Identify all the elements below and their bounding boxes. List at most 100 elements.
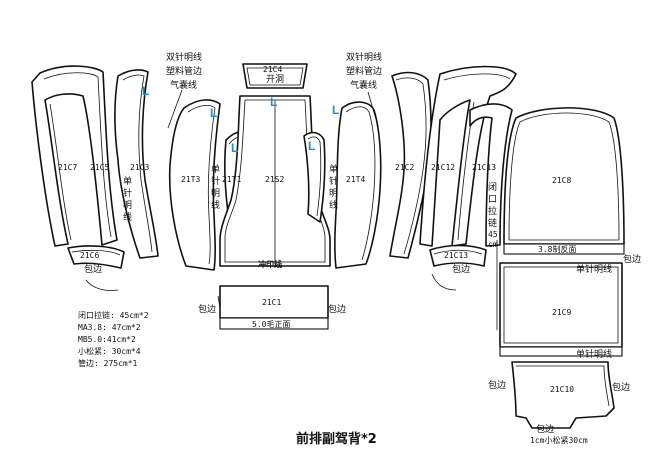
callout-mid-right-vert-1: 单 bbox=[329, 163, 338, 175]
piece-21c7-seam bbox=[43, 72, 112, 241]
callout-zipper-6: cm bbox=[488, 240, 498, 249]
piece-21t3-seam bbox=[187, 104, 216, 265]
label-21c13-lower: 21C13 bbox=[444, 251, 468, 260]
piece-21t4 bbox=[334, 101, 382, 269]
piece-21c4 bbox=[242, 63, 308, 89]
piece-21t2-seam bbox=[307, 136, 322, 217]
callout-zipper-3: 拉 bbox=[488, 205, 497, 217]
label-21c9: 21C9 bbox=[552, 308, 571, 317]
label-21c12: 21C12 bbox=[431, 163, 455, 172]
piece-21c2-seam bbox=[395, 77, 427, 255]
piece-21c8-band bbox=[503, 243, 625, 255]
callout-songjin: 1cm小松紧30cm bbox=[530, 435, 588, 445]
label-21t1: 21T1 bbox=[222, 175, 241, 184]
label-21s2: 21S2 bbox=[265, 175, 284, 184]
note-2: MA3.8: 47cm*2 bbox=[78, 323, 141, 332]
callout-mid-left-vert-2: 针 bbox=[211, 175, 220, 187]
callout-left-vert-1: 单 bbox=[123, 175, 132, 187]
label-21c1: 21C1 bbox=[262, 298, 281, 307]
piece-21c9 bbox=[499, 262, 623, 348]
piece-21c1-band bbox=[219, 317, 329, 330]
callout-right-1: 双针明线 bbox=[346, 51, 382, 63]
callout-mid-left-vert-1: 单 bbox=[211, 163, 220, 175]
callout-zipper-1: 闭 bbox=[488, 181, 497, 193]
l-marker-1: L bbox=[142, 84, 149, 98]
label-21c4: 21C4 bbox=[263, 65, 282, 74]
callout-mid-right-vert-2: 针 bbox=[329, 175, 338, 187]
callout-right-2: 塑料管边 bbox=[346, 65, 382, 77]
leader-right bbox=[367, 91, 379, 127]
callout-bibian-c8: 包边 bbox=[623, 253, 641, 265]
note-5: 管边: 275cm*1 bbox=[78, 358, 138, 368]
piece-21c3 bbox=[114, 69, 159, 259]
page-title: 前排副驾背*2 bbox=[296, 431, 377, 447]
callout-fanmian: 3.8制反面 bbox=[538, 244, 576, 254]
callout-kaikou: 开洞 bbox=[266, 74, 284, 85]
callout-left-vert-2: 针 bbox=[123, 187, 132, 199]
callout-chongyin: 冲印线 bbox=[258, 259, 282, 269]
l-marker-4: L bbox=[270, 95, 277, 109]
piece-21c13-lower-seam bbox=[433, 249, 483, 255]
callout-zipper-4: 链 bbox=[488, 217, 497, 229]
leader-bibian-c1 bbox=[217, 295, 221, 309]
piece-21c6-lower-arc bbox=[85, 279, 119, 291]
label-21c8: 21C8 bbox=[552, 176, 571, 185]
piece-21c2 bbox=[389, 71, 432, 259]
callout-bibian-c1-left: 包边 bbox=[198, 303, 216, 315]
callout-danzhen-2: 单针明线 bbox=[576, 348, 612, 360]
callout-left-3: 气囊线 bbox=[170, 79, 197, 91]
note-3: MB5.0:41cm*2 bbox=[78, 335, 136, 344]
piece-21c8 bbox=[503, 107, 625, 245]
label-21c7: 21C7 bbox=[58, 163, 77, 172]
callout-mid-right-vert-4: 线 bbox=[329, 199, 338, 211]
callout-left-1: 双针明线 bbox=[166, 51, 202, 63]
piece-21c13-lower bbox=[429, 244, 487, 267]
piece-21c7-c5 bbox=[31, 65, 118, 247]
piece-21c9-seam bbox=[503, 266, 619, 344]
piece-21t4-seam bbox=[345, 106, 376, 261]
note-1: 闭口拉链: 45cm*2 bbox=[78, 310, 149, 320]
leader-left bbox=[167, 89, 183, 129]
label-21c2: 21C2 bbox=[395, 163, 414, 172]
l-marker-5: L bbox=[332, 103, 339, 117]
piece-21t2 bbox=[303, 131, 326, 223]
label-21t3: 21T3 bbox=[181, 175, 200, 184]
callout-left-vert-3: 明 bbox=[123, 200, 132, 211]
label-21c5: 21C5 bbox=[90, 163, 109, 172]
label-21c6: 21C6 bbox=[80, 251, 99, 260]
piece-21c8-seam bbox=[508, 112, 620, 241]
piece-21c12 bbox=[419, 65, 517, 247]
callout-zipper-5: 45 bbox=[488, 230, 498, 239]
callout-left-vert-4: 线 bbox=[123, 211, 132, 223]
callout-bibian-c10-bottom: 包边 bbox=[536, 423, 554, 435]
callout-mid-left-vert-3: 明 bbox=[211, 188, 220, 199]
callout-zhengmian: 5.0毛正面 bbox=[252, 319, 290, 329]
piece-21c3-seam bbox=[122, 74, 153, 253]
piece-21c10-seam bbox=[516, 365, 610, 407]
label-21t4: 21T4 bbox=[346, 175, 365, 184]
piece-21c6-seam bbox=[71, 249, 121, 256]
callout-danzhen-1: 单针明线 bbox=[576, 263, 612, 275]
l-marker-6: L bbox=[308, 139, 315, 153]
label-21c13: 21C13 bbox=[472, 163, 496, 172]
callout-bibian-c6: 包边 bbox=[84, 263, 102, 275]
label-21c10: 21C10 bbox=[550, 385, 574, 394]
l-marker-3: L bbox=[231, 141, 238, 155]
callout-bibian-c10-right: 包边 bbox=[612, 381, 630, 393]
piece-21c4-seam bbox=[246, 67, 304, 86]
callout-bibian-c10-left: 包边 bbox=[488, 379, 506, 391]
l-marker-2: L bbox=[210, 106, 217, 120]
callout-right-3: 气囊线 bbox=[350, 79, 377, 91]
label-21c3: 21C3 bbox=[130, 163, 149, 172]
piece-21c13-lower-arc bbox=[431, 273, 457, 291]
callout-mid-right-vert-3: 明 bbox=[329, 188, 338, 199]
piece-21t3 bbox=[168, 99, 221, 271]
piece-21c13 bbox=[469, 103, 513, 247]
note-4: 小松紧: 30cm*4 bbox=[78, 346, 141, 356]
callout-bibian-c1-right: 包边 bbox=[328, 303, 346, 315]
piece-21c10 bbox=[511, 361, 615, 429]
callout-mid-left-vert-4: 线 bbox=[211, 199, 220, 211]
callout-left-2: 塑料管边 bbox=[166, 65, 202, 77]
